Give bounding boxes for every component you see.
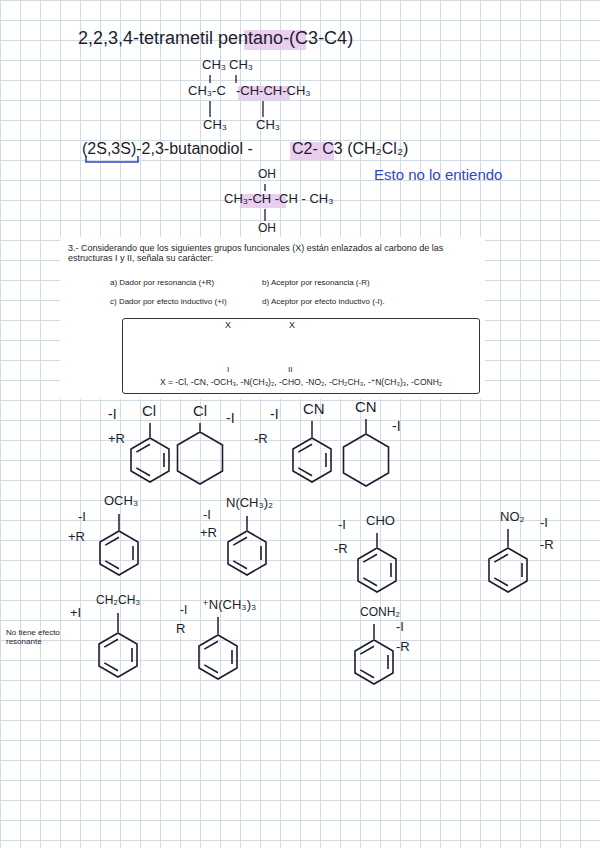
structure-text: II xyxy=(288,365,292,374)
structure-box: XXIIIX = -Cl, -CN, -OCH₃, -N(CH₃)₂, -CHO… xyxy=(122,318,480,394)
handwritten-note: No tiene efecto resonante xyxy=(6,628,66,646)
handwritten-note: CH₂CH₃ xyxy=(96,594,140,608)
benzene-ring xyxy=(293,438,331,482)
handwritten-note: R xyxy=(176,622,185,637)
handwritten-note: CN xyxy=(355,398,377,415)
handwritten-note: +R xyxy=(200,526,217,541)
handwritten-note: -R xyxy=(540,538,554,553)
handwritten-note: ⁺N(CH₃)₃ xyxy=(202,598,256,613)
handwritten-note: CH₃ xyxy=(203,118,227,133)
handwritten-note: C2- C3 (CH₂Cl₂) xyxy=(292,140,408,158)
question-text: 3.- Considerando que los siguientes grup… xyxy=(68,243,478,264)
handwritten-note: -I xyxy=(392,418,401,434)
benzene-ring xyxy=(100,531,138,575)
handwritten-note: NO₂ xyxy=(500,510,525,525)
handwritten-note: CH₃-C xyxy=(188,84,226,99)
handwritten-note: OH xyxy=(258,168,276,182)
handwritten-note: -I xyxy=(108,406,117,422)
problem-image xyxy=(60,237,485,399)
handwritten-note: -I xyxy=(203,508,211,523)
benzene-ring xyxy=(355,640,393,684)
structure-text: I xyxy=(227,365,229,374)
handwritten-note: -I xyxy=(540,516,548,531)
handwritten-note: CH₃-CH -CH - CH₃ xyxy=(224,192,334,207)
benzene-ring xyxy=(99,633,137,677)
handwritten-note: OCH₃ xyxy=(104,494,138,509)
handwritten-note: -I xyxy=(226,410,235,426)
handwritten-note: -R xyxy=(254,432,268,447)
cyclohexane-ring xyxy=(344,434,389,486)
handwritten-note: N(CH₃)₂ xyxy=(226,496,273,511)
handwritten-note: CONH₂ xyxy=(360,606,400,620)
handwritten-note: -R xyxy=(334,542,348,557)
handwritten-note: Cl xyxy=(142,402,156,419)
heading-note: (2S,3S)-2,3-butanodiol - xyxy=(82,140,253,158)
benzene-ring xyxy=(489,548,527,592)
handwritten-note: -I xyxy=(270,406,279,422)
handwritten-note: +I xyxy=(70,606,81,621)
handwritten-note: Esto no lo entiendo xyxy=(374,166,502,183)
handwritten-note: Cl xyxy=(193,402,207,419)
question-text: a) Dador por resonancia (+R) xyxy=(110,278,214,287)
handwritten-note: -R xyxy=(396,640,410,655)
handwritten-note: -I xyxy=(338,518,346,533)
benzene-ring xyxy=(228,531,266,575)
handwritten-note: -I xyxy=(396,620,404,635)
structure-text: X xyxy=(225,320,231,330)
handwritten-note: CH₃ xyxy=(256,118,280,133)
question-text: c) Dador por efecto inductivo (+I) xyxy=(110,297,227,306)
cyclohexane-ring xyxy=(178,432,223,484)
handwritten-note: CN xyxy=(303,400,325,417)
handwritten-note: CH₃ xyxy=(202,58,226,73)
handwritten-note: -CH-CH-CH₃ xyxy=(236,84,311,99)
structure-text: X xyxy=(289,320,295,330)
question-text: b) Aceptor por resonancia (-R) xyxy=(262,278,370,287)
benzene-ring xyxy=(358,548,396,592)
handwritten-note: CHO xyxy=(366,514,395,529)
question-text: d) Aceptor por efecto inductivo (-I). xyxy=(262,297,385,306)
handwritten-note: +R xyxy=(108,432,125,447)
handwritten-note: CH₃ xyxy=(229,58,253,73)
structure-text: X = -Cl, -CN, -OCH₃, -N(CH₃)₂, -CHO, -NO… xyxy=(131,378,471,388)
handwritten-note: OH xyxy=(258,222,276,236)
handwritten-note: -I xyxy=(180,604,187,618)
benzene-ring xyxy=(131,438,169,482)
benzene-ring xyxy=(199,635,237,679)
handwritten-note: -I xyxy=(78,510,86,525)
heading-note: 2,2,3,4-tetrametil pentano-(C3-C4) xyxy=(78,28,353,49)
handwritten-note: +R xyxy=(68,530,85,545)
